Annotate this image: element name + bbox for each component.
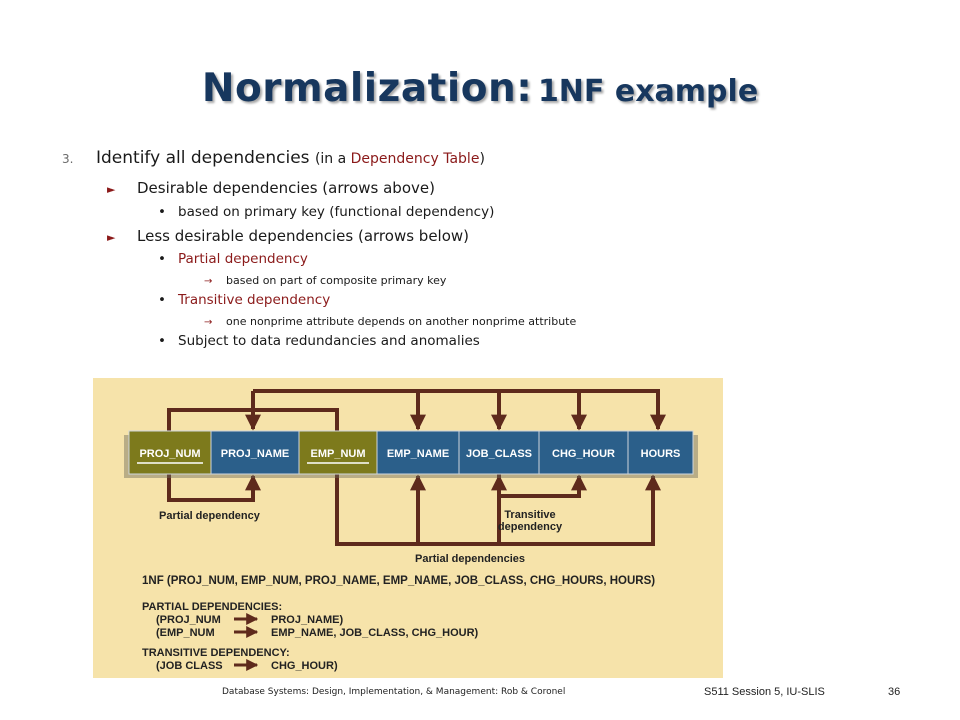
- triangle-bullet-icon: ►: [107, 183, 116, 196]
- anomalies-text: Subject to data redundancies and anomali…: [178, 333, 480, 349]
- column-label: PROJ_NUM: [139, 448, 200, 460]
- transitive-header: TRANSITIVE DEPENDENCY:: [142, 647, 290, 659]
- desirable-label: Desirable dependencies (arrows above): [137, 179, 435, 197]
- column-cell-job-class: [458, 430, 540, 475]
- step-number: 3.: [62, 152, 74, 166]
- arrow-bullet-icon: →: [204, 317, 213, 328]
- partial-dependency-item: • Partial dependency: [158, 251, 308, 267]
- title-main: Normalization:: [201, 66, 533, 111]
- transitive-dependency-detail: → one nonprime attribute depends on anoth…: [204, 315, 576, 328]
- less-desirable-bullet: ► Less desirable dependencies (arrows bel…: [107, 227, 469, 245]
- transitive-dependency-item: • Transitive dependency: [158, 292, 330, 308]
- transitive-dependency-label: Transitive dependency: [178, 292, 331, 308]
- partial-dependency-label: Partial dependency: [178, 251, 308, 267]
- less-desirable-label: Less desirable dependencies (arrows belo…: [137, 227, 470, 245]
- book-reference: Database Systems: Design, Implementation…: [222, 687, 566, 697]
- transitive-row-right: CHG_HOUR): [271, 660, 338, 672]
- dependency-diagram: PROJ_NUM PROJ_NAME EMP_NUM EMP_NAME JOB_CLAS…: [93, 378, 723, 678]
- column-label: PROJ_NAME: [221, 448, 289, 460]
- column-label: EMP_NAME: [387, 448, 449, 460]
- step-paren-open: (in a: [314, 151, 351, 167]
- label-transitive-1: Transitive: [504, 509, 555, 521]
- desirable-bullet: ► Desirable dependencies (arrows above): [107, 179, 435, 197]
- triangle-bullet-icon: ►: [107, 231, 116, 244]
- partial-row-1-right: PROJ_NAME): [271, 614, 343, 626]
- column-label: JOB_CLASS: [466, 448, 532, 460]
- transitive-row-left: (JOB CLASS: [156, 660, 223, 672]
- anomalies-item: • Subject to data redundancies and anomal…: [158, 333, 480, 349]
- label-partial-dependencies: Partial dependencies: [415, 553, 525, 565]
- partial-row-1-left: (PROJ_NUM: [156, 614, 221, 626]
- partial-dependency-detail: → based on part of composite primary key: [204, 274, 446, 287]
- dot-bullet-icon: •: [158, 251, 166, 267]
- step-paren-close: ): [479, 151, 485, 167]
- arrow-bullet-icon: →: [204, 276, 213, 287]
- column-label: CHG_HOUR: [552, 448, 615, 460]
- dot-bullet-icon: •: [158, 204, 166, 220]
- partial-arrow-projnum: [167, 474, 261, 502]
- fd-arrow-top-bar: [253, 389, 666, 431]
- desirable-item: • based on primary key (functional depend…: [158, 204, 494, 220]
- label-partial-dependency: Partial dependency: [159, 510, 261, 522]
- step-3-line: 3. Identify all dependencies (in a Depend…: [62, 148, 485, 168]
- transitive-arrow: [497, 474, 587, 498]
- column-cell-chg-hour: [538, 430, 629, 475]
- partial-row-2-left: (EMP_NUM: [156, 627, 215, 639]
- column-label: HOURS: [641, 448, 681, 460]
- column-label: EMP_NUM: [310, 448, 365, 460]
- partial-header: PARTIAL DEPENDENCIES:: [142, 601, 282, 613]
- dependency-table-term: Dependency Table: [350, 151, 480, 167]
- column-cell-emp-num: [298, 430, 378, 475]
- session-label: S511 Session 5, IU-SLIS: [704, 686, 825, 698]
- step-text: Identify all dependencies: [96, 148, 310, 168]
- partial-arrow-empnum: [335, 474, 661, 546]
- dependency-diagram-svg: PROJ_NUM PROJ_NAME EMP_NUM EMP_NAME JOB_CLAS…: [124, 389, 698, 672]
- dot-bullet-icon: •: [158, 292, 166, 308]
- dot-bullet-icon: •: [158, 333, 166, 349]
- page-number: 36: [888, 686, 901, 698]
- label-transitive-2: dependency: [498, 521, 563, 533]
- partial-row-2-right: EMP_NAME, JOB_CLASS, CHG_HOUR): [271, 627, 479, 639]
- transitive-detail-text: one nonprime attribute depends on anothe…: [226, 315, 577, 328]
- desirable-item-text: based on primary key (functional depende…: [178, 204, 495, 220]
- column-cell-hours: [627, 430, 694, 475]
- title-sub: 1NF example: [537, 74, 759, 109]
- column-cell-emp-name: [376, 430, 460, 475]
- partial-detail-text: based on part of composite primary key: [226, 274, 447, 287]
- nf-definition: 1NF (PROJ_NUM, EMP_NUM, PROJ_NAME, EMP_N…: [142, 575, 655, 587]
- slide-title: Normalization: 1NF example: [0, 66, 960, 111]
